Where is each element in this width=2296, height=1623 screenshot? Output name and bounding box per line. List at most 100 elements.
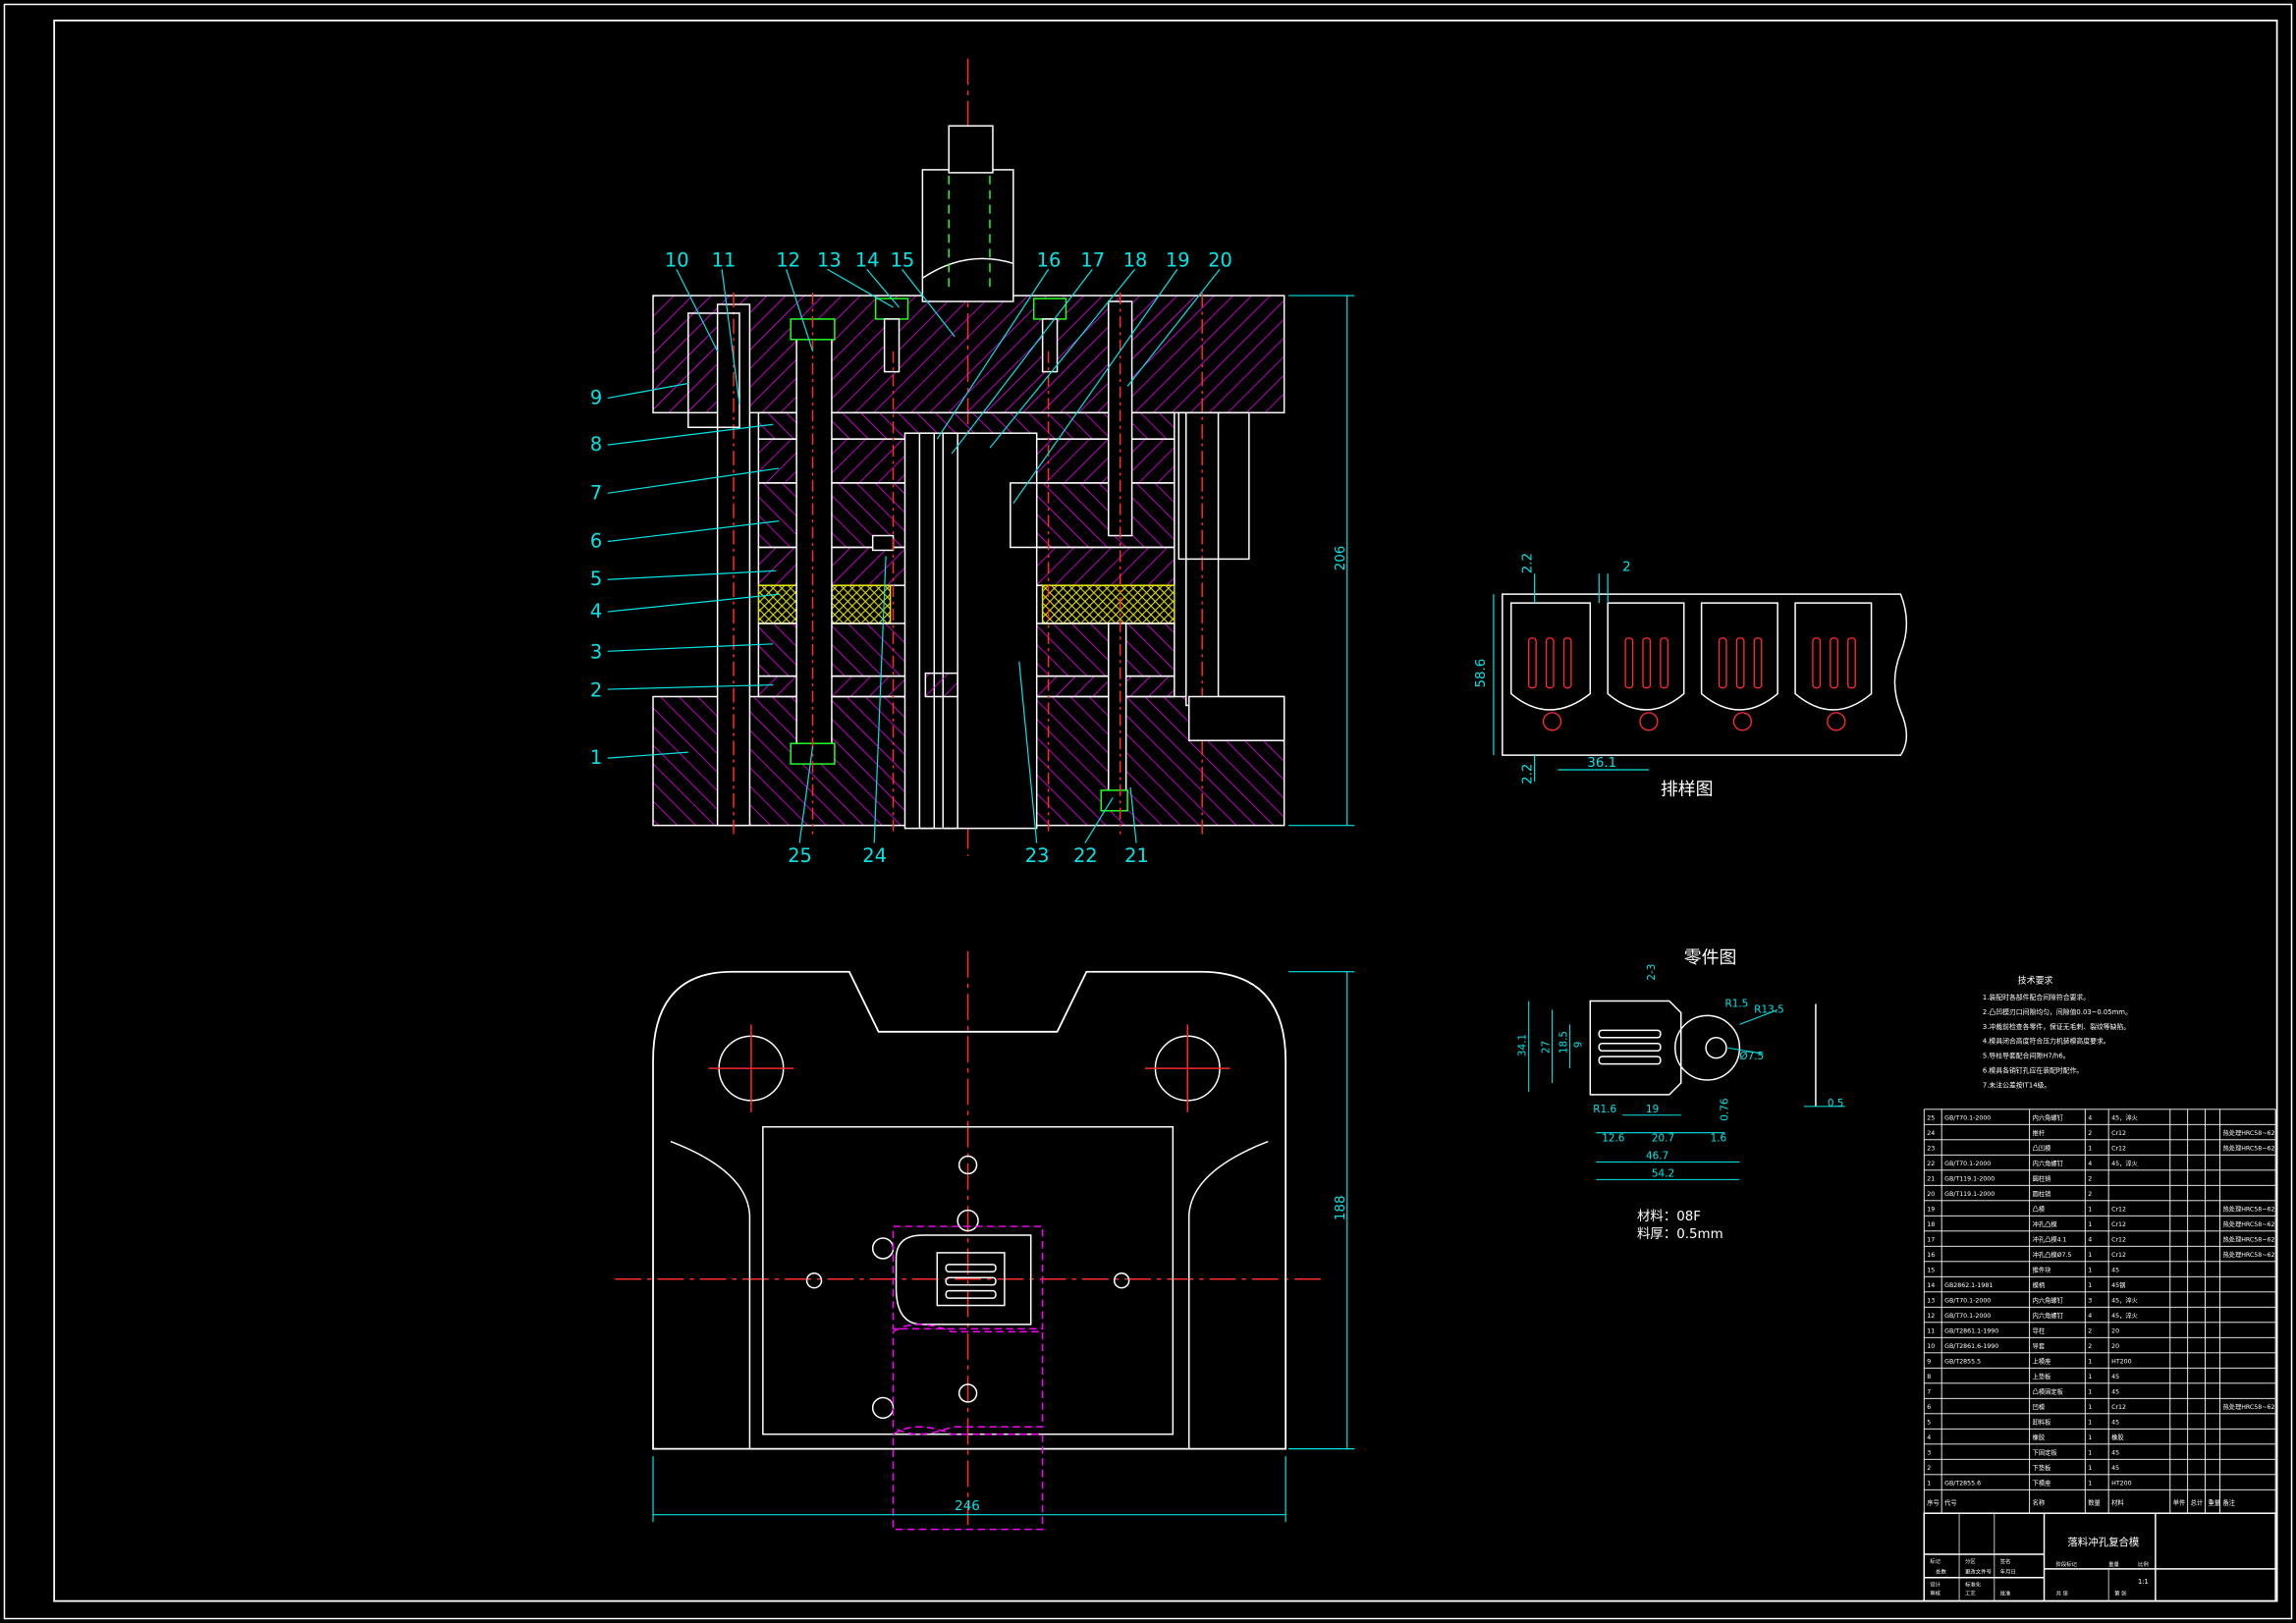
- bom-cell: 推件块: [2033, 1266, 2052, 1274]
- part-label: 10: [665, 248, 689, 271]
- bom-cell: 2: [2088, 1130, 2092, 1137]
- tb-label: 更改文件号: [1965, 1567, 1992, 1575]
- part-label: 15: [891, 248, 915, 271]
- bom-cell: HT200: [2111, 1359, 2131, 1366]
- bom-cell: 1: [2088, 1221, 2092, 1228]
- part-label: 16: [1037, 248, 1062, 271]
- bom-cell: 45: [2111, 1420, 2119, 1427]
- bom-cell: GB2862.1-1981: [1944, 1282, 1993, 1289]
- strip-gap-dim: 2: [1622, 560, 1631, 574]
- tb-label: 批准: [2000, 1590, 2011, 1597]
- part-label: 19: [1166, 248, 1190, 271]
- plan-height-dimension: 188: [1334, 1196, 1348, 1221]
- part-dim: Ø7.5: [1739, 1051, 1764, 1062]
- drawing-name: 落料冲孔复合模: [2067, 1536, 2140, 1548]
- part-label: 21: [1124, 844, 1149, 867]
- part-label: 5: [590, 568, 602, 590]
- bom-cell: 1: [2088, 1374, 2092, 1380]
- bom-cell: 推杆: [2033, 1128, 2046, 1137]
- part-dim: 34.1: [1517, 1034, 1529, 1056]
- bom-cell: 45钢: [2111, 1281, 2125, 1289]
- bom-header-cell: 代号: [1944, 1497, 1957, 1506]
- bom-cell: 热处理HRC58~62: [2222, 1128, 2274, 1137]
- part-dim: 19: [1646, 1104, 1659, 1115]
- bom-cell: GB/T2855.5: [1944, 1359, 1981, 1366]
- tb-label: 阶段标记: [2055, 1560, 2077, 1568]
- bom-cell: 5: [1927, 1420, 1931, 1427]
- bom-cell: 凸模: [2033, 1205, 2046, 1214]
- part-label: 13: [817, 248, 842, 271]
- bom-cell: 上模座: [2033, 1357, 2051, 1366]
- tb-label: 比例: [2138, 1560, 2149, 1568]
- bom-cell: 8: [1927, 1374, 1931, 1380]
- part-dim: R1.5: [1724, 998, 1748, 1009]
- bom-cell: 1: [2088, 1404, 2092, 1411]
- bom-cell: 13: [1927, 1298, 1935, 1305]
- part-label: 4: [590, 600, 602, 622]
- bom-cell: GB/T2861.1-1990: [1944, 1328, 1998, 1335]
- tech-req-line: 4.模具闭合高度符合压力机装模高度要求。: [1983, 1037, 2110, 1046]
- bom-cell: 21: [1927, 1176, 1935, 1183]
- bom-header-cell: 备注: [2222, 1497, 2235, 1506]
- bom-cell: 1: [2088, 1481, 2092, 1488]
- bom-cell: 导套: [2033, 1341, 2046, 1350]
- bom-cell: 16: [1927, 1252, 1935, 1259]
- bom-cell: 2: [1927, 1465, 1931, 1472]
- bom-cell: 冲孔凸模Ø7.5: [2033, 1250, 2072, 1259]
- bom-cell: 1: [2088, 1207, 2092, 1214]
- bom-cell: 热处理HRC58~62: [2222, 1205, 2274, 1214]
- bom-cell: 45: [2111, 1374, 2119, 1380]
- bom-cell: HT200: [2111, 1481, 2131, 1488]
- bom-cell: 45，淬火: [2111, 1296, 2138, 1305]
- bom-cell: 圆柱销: [2033, 1174, 2051, 1183]
- bom-cell: 4: [2088, 1161, 2092, 1167]
- tb-label: 共 张: [2055, 1590, 2068, 1597]
- bom-cell: 45: [2111, 1268, 2119, 1274]
- bom-cell: 下模座: [2033, 1479, 2051, 1488]
- bom-header-cell: 名称: [2033, 1497, 2046, 1506]
- tb-label: 重量: [2108, 1560, 2119, 1568]
- bom-cell: Cr12: [2111, 1404, 2126, 1411]
- bom-cell: 圆柱销: [2033, 1189, 2051, 1198]
- bom-cell: 45: [2111, 1450, 2119, 1457]
- bom-cell: 2: [2088, 1343, 2092, 1350]
- bom-cell: 18: [1927, 1221, 1935, 1228]
- bom-cell: 2: [2088, 1176, 2092, 1183]
- bom-cell: 45，淬火: [2111, 1311, 2138, 1320]
- part-dim: 12.6: [1602, 1133, 1624, 1145]
- part-dim: R1.6: [1593, 1104, 1616, 1115]
- strip-layout: 58.6 2.2 2.2 2 36.1 排样图: [1474, 553, 1908, 799]
- bom-cell: 12: [1927, 1313, 1935, 1320]
- bom-cell: 23: [1927, 1146, 1935, 1153]
- bom-cell: 卸料板: [2033, 1418, 2052, 1427]
- bom-cell: 凹模: [2033, 1402, 2046, 1411]
- title-block: 落料冲孔复合模 标记 处数 分区 更改文件号 签名 年月日 设计 标准化 审核 …: [1923, 1512, 2276, 1602]
- part-dim: 20.7: [1652, 1133, 1674, 1145]
- tech-req-line: 6.模具各销钉孔应在装配时配作。: [1983, 1066, 2083, 1075]
- tb-label: 标准化: [1965, 1581, 1982, 1589]
- part-label: 6: [590, 529, 602, 552]
- bom-cell: 冲孔凸模4.1: [2033, 1235, 2067, 1244]
- part-label: 8: [590, 433, 602, 456]
- bom-cell: 橡胶: [2111, 1433, 2124, 1441]
- rubber-right: [1041, 584, 1175, 624]
- bom-cell: Cr12: [2111, 1252, 2126, 1259]
- plan-width-dimension: 246: [955, 1499, 980, 1514]
- bom-cell: 模柄: [2033, 1280, 2046, 1289]
- bom-cell: 2: [2088, 1191, 2092, 1198]
- bom-cell: 内六角螺钉: [2033, 1159, 2064, 1167]
- bom-header-cell: 总计: [2191, 1497, 2204, 1506]
- bom-cell: 20: [2111, 1343, 2119, 1350]
- bom-header-cell: 重量: [2209, 1498, 2221, 1506]
- inner-frame: [53, 19, 2278, 1602]
- bom-cell: 45，淬火: [2111, 1113, 2138, 1122]
- part-label: 11: [712, 248, 737, 271]
- bom-cell: 1: [2088, 1252, 2092, 1259]
- bom-cell: 热处理HRC58~62: [2222, 1402, 2274, 1411]
- bom-header-cell: 材料: [2111, 1497, 2124, 1506]
- strip-edge-bottom-dim: 2.2: [1521, 764, 1536, 784]
- bom-cell: 1: [2088, 1146, 2092, 1153]
- bom-cell: 1: [2088, 1465, 2092, 1472]
- tech-req-line: 2.凸凹模刃口间隙均匀，间隙值0.03~0.05mm。: [1983, 1007, 2132, 1016]
